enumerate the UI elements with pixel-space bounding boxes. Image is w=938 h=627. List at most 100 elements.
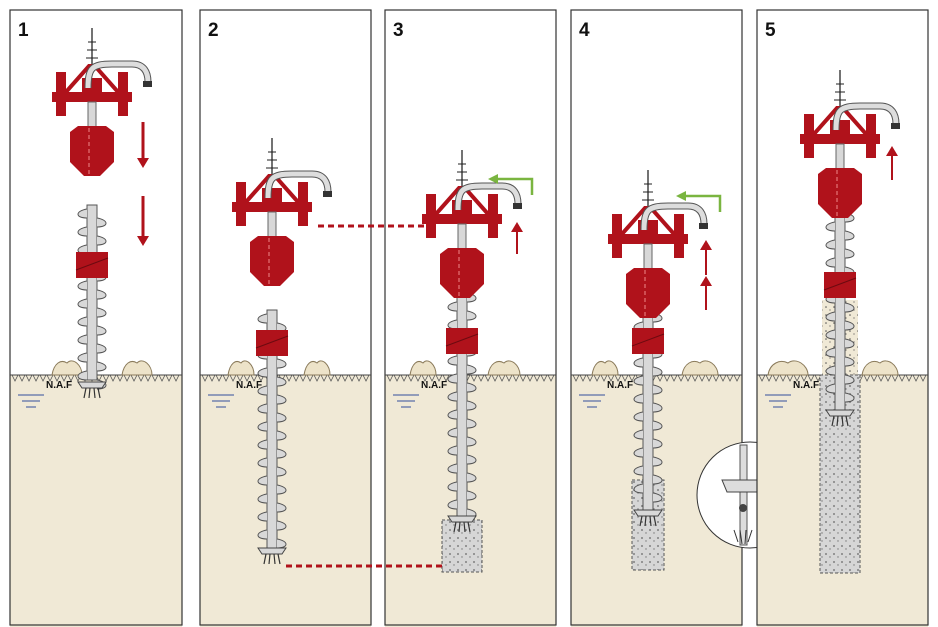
panel-frame	[384, 9, 557, 626]
panel-frame	[756, 9, 929, 626]
auger-clamp	[446, 328, 478, 354]
rig-hose-nozzle	[891, 123, 900, 129]
rock	[121, 360, 153, 376]
rock	[681, 360, 719, 376]
auger-bit-teeth	[639, 515, 657, 527]
auger-bit-teeth	[263, 553, 281, 565]
up-arrow-head	[886, 146, 898, 156]
rig-drive-shaft	[457, 223, 467, 251]
auger-clamp-line	[631, 333, 665, 347]
step-number: 5	[765, 20, 776, 41]
rig-mast-rungs	[642, 183, 654, 201]
rig-drive-motor	[250, 236, 294, 286]
ground-hatch	[11, 374, 180, 382]
rig-drive-motor	[440, 248, 484, 298]
rig-crossbar	[422, 214, 502, 224]
ground	[10, 375, 182, 627]
rig-drive-motor	[70, 126, 114, 176]
auger-bit-plate	[447, 515, 477, 523]
water-table-label: N.A.F	[236, 380, 262, 391]
auger-clamp	[256, 330, 288, 356]
panel-2: N.A.F 2	[199, 9, 372, 627]
rig-hose	[455, 183, 521, 211]
rig-crossbar	[800, 134, 880, 144]
lift-arrow-head	[676, 191, 686, 201]
auger-bit-plate	[77, 381, 107, 389]
rig-drive-shaft	[267, 211, 277, 239]
down-arrow-head	[137, 236, 149, 246]
down-arrow-head	[137, 158, 149, 168]
auger-clamp-line	[255, 335, 289, 349]
water-table-label: N.A.F	[793, 380, 819, 391]
rock	[227, 360, 255, 376]
rig-drive-motor	[626, 268, 670, 318]
rock	[861, 360, 899, 376]
water-table-icon	[765, 394, 791, 408]
panel-frame	[570, 9, 743, 626]
panel-frame	[9, 9, 183, 626]
rig-mast-rungs	[266, 151, 278, 169]
auger-bit-teeth	[83, 387, 101, 399]
rig-crossbar	[608, 234, 688, 244]
auger-bit-teeth	[453, 521, 471, 533]
up-arrow-head	[511, 222, 523, 232]
auger-clamp	[76, 252, 108, 278]
rig-mast-rungs	[456, 163, 468, 181]
panel-5: N.A.F 5	[756, 9, 929, 627]
rig-drive-shaft	[643, 243, 653, 271]
water-table-icon	[208, 394, 234, 408]
rig-hose-nozzle	[513, 203, 522, 209]
ground	[385, 375, 556, 627]
rig-hose	[833, 103, 899, 131]
water-table-label: N.A.F	[421, 380, 447, 391]
rock	[303, 360, 331, 376]
rig-drive-shaft	[835, 143, 845, 171]
lift-arrow-shaft	[684, 194, 722, 212]
concrete-fill	[441, 519, 483, 573]
auger-shaft	[456, 279, 468, 521]
panel-4: N.A.F41,50 m	[570, 9, 804, 627]
auger-clamp-line	[445, 333, 479, 347]
up-arrow-head	[700, 240, 712, 250]
panel-3: N.A.F3	[384, 9, 557, 627]
step-number: 1	[18, 20, 29, 41]
lift-arrow-shaft	[496, 177, 534, 195]
water-table-icon	[18, 394, 44, 408]
panel-frame	[199, 9, 372, 626]
auger-bit-plate	[825, 409, 855, 417]
step-number: 2	[208, 20, 219, 41]
auger-shaft	[834, 199, 846, 411]
water-table-icon	[579, 394, 605, 408]
rig-hose-nozzle	[143, 81, 152, 87]
rock	[767, 360, 809, 376]
auger-clamp	[824, 272, 856, 298]
lift-arrow-head	[488, 174, 498, 184]
auger-clamp-line	[823, 277, 857, 291]
rig-hose	[641, 203, 707, 231]
water-table-icon	[393, 394, 419, 408]
rig-drive-shaft	[87, 101, 97, 129]
rock	[51, 360, 83, 376]
rig-crossbar	[52, 92, 132, 102]
up-arrow-head	[700, 276, 712, 286]
rig-mast-rungs	[834, 83, 846, 101]
auger-shaft	[86, 204, 98, 381]
rig-hose-nozzle	[699, 223, 708, 229]
rig-hose	[265, 171, 331, 199]
water-table-label: N.A.F	[46, 380, 72, 391]
detail-valve	[739, 504, 747, 512]
auger-bit-plate	[257, 547, 287, 555]
water-table-label: N.A.F	[607, 380, 633, 391]
panel-1: N.A.F 1	[9, 9, 183, 627]
auger-clamp-line	[75, 257, 109, 271]
auger-clamp	[632, 328, 664, 354]
rock	[487, 360, 521, 376]
step-number: 4	[579, 20, 590, 41]
rock	[409, 360, 437, 376]
rock	[591, 360, 619, 376]
detail-shaft	[739, 444, 748, 546]
rig-drive-motor	[818, 168, 862, 218]
auger-bit-plate	[633, 509, 663, 517]
auger-bit-teeth	[831, 415, 849, 427]
